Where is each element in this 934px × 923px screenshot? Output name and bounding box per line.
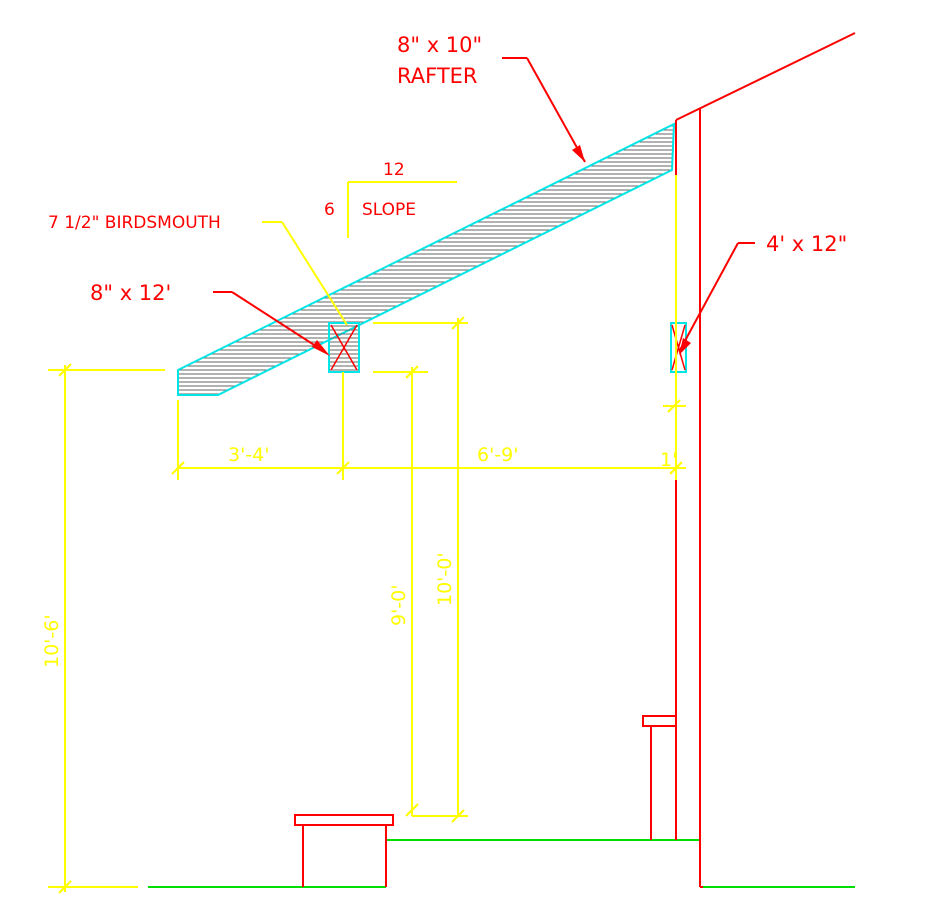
rafter [177,122,676,396]
leader-arrows [312,145,691,356]
dimension-lines [48,175,686,894]
wall-gap-dimension: 1' [660,449,677,471]
slope-run-label: 12 [383,160,405,180]
house-wall [675,32,856,888]
slope-label: SLOPE [362,200,416,220]
footing [294,814,394,887]
ledger-section [670,322,687,373]
wall-footing [642,715,677,840]
ground-lines [148,839,855,888]
height-post-dimension: 9'-0' [388,585,410,626]
ledger-size-label: 4' x 12" [766,232,847,256]
beam-section [328,322,360,373]
height-beam-top-dimension: 10'-0' [434,552,456,606]
leaders [213,57,755,353]
rafter-size-label: 8" x 10" [397,33,482,57]
rafter-label: RAFTER [397,64,478,88]
beam-size-label: 8" x 12' [90,281,171,305]
span-dimension: 6'-9' [477,444,518,466]
slope-rise-label: 6 [324,200,335,220]
height-total-dimension: 10'-6' [41,614,63,668]
birdsmouth-label: 7 1/2" BIRDSMOUTH [48,213,221,233]
overhang-dimension: 3'-4' [228,444,269,466]
